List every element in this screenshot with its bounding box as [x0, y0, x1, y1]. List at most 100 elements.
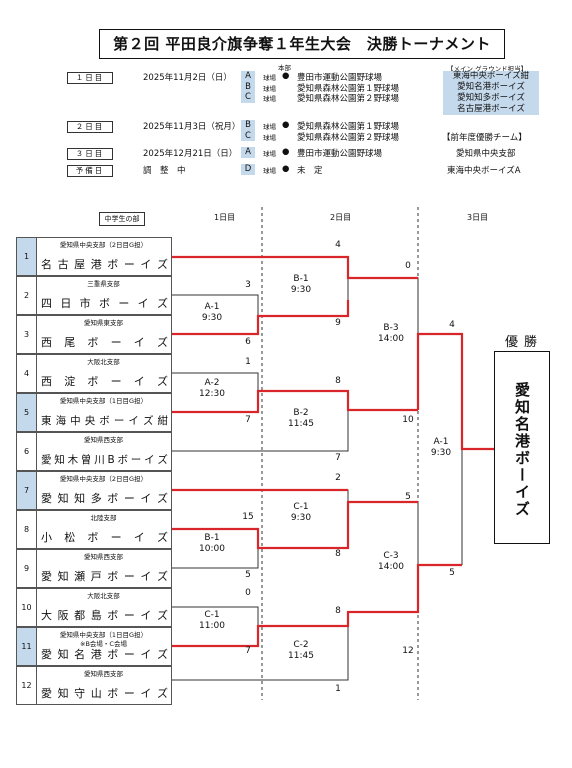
field-kind: 球場 — [263, 133, 276, 142]
day-1-label: 1日目 — [214, 213, 236, 222]
match-id: A-1 — [204, 302, 220, 312]
team-branch-note: ※B会場・C会場 — [80, 640, 127, 648]
page-title: 第２回 平田良介旗争奪１年生大会 決勝トーナメント — [99, 29, 505, 59]
score-bottom: 1 — [335, 684, 341, 694]
score-bottom: 7 — [335, 453, 341, 463]
score-bottom: 9 — [335, 318, 341, 328]
team-branch: 愛知県西支部 — [84, 670, 123, 678]
team-branch: 愛知県中央支部（1日目G担） — [59, 631, 148, 639]
match-time: 14:00 — [378, 334, 404, 344]
field-venue: 愛知県森林公園第１野球場 — [297, 122, 400, 132]
field-kind: 球場 — [263, 167, 276, 175]
main-ground-team: 愛知知多ボーイズ — [457, 93, 525, 103]
schedule-date: 2025年11月3日（祝月） — [143, 122, 241, 132]
schedule-day-label: １日目 — [67, 72, 113, 84]
field-code: B — [241, 81, 255, 92]
field-code: C — [241, 130, 255, 141]
team-name: 愛知瀬戸ボーイズ — [41, 570, 168, 583]
match-id: B-2 — [293, 408, 309, 418]
seed-number: 1 — [16, 237, 37, 276]
match-id: A-1 — [433, 437, 449, 447]
match-time: 9:30 — [290, 513, 312, 523]
team-name: 東海中央ボーイズ紺 — [41, 415, 168, 427]
honbu-marker-icon: ● — [282, 71, 290, 81]
team-branch: 愛知県中央支部（1日目G担） — [59, 397, 148, 405]
match-id: C-1 — [293, 502, 309, 512]
score-bottom: 8 — [335, 549, 341, 559]
day-3-label: 3日目 — [467, 213, 489, 222]
team-name: 大阪都島ボーイズ — [41, 609, 168, 622]
champion-label: 優勝 — [504, 335, 543, 350]
team-cell: 愛知県西支部愛知瀬戸ボーイズ — [37, 549, 172, 588]
team-cell: 北陸支部小松ボーイズ — [37, 510, 172, 549]
match-time: 12:30 — [199, 389, 225, 399]
score-bottom: 6 — [245, 337, 251, 347]
match-time: 11:45 — [288, 651, 314, 661]
honbu-marker-icon: ● — [282, 120, 290, 130]
match-time: 11:00 — [199, 621, 225, 631]
team-branch: 愛知県中央支部（2日目G担） — [59, 475, 148, 483]
match-id: A-2 — [204, 378, 220, 388]
bracket-winner-lines — [172, 255, 494, 648]
score-top: 3 — [245, 280, 251, 290]
team-branch: 北陸支部 — [90, 514, 117, 522]
team-branch: 愛知県東支部 — [84, 319, 123, 327]
team-cell: 愛知県中央支部（2日目G担） 愛知知多ボーイズ — [37, 471, 172, 510]
main-ground-team: 東海中央ボーイズ紺 — [452, 71, 530, 81]
team-name: 四日市ボーイズ — [41, 297, 168, 310]
team-name: 愛知知多ボーイズ — [41, 492, 168, 505]
schedule-day-label: 予備日 — [67, 165, 113, 177]
team-cell: 愛知県中央支部（1日目G担） 東海中央ボーイズ紺 — [37, 393, 172, 432]
seed-number: 7 — [16, 471, 37, 510]
seed-number: 3 — [16, 315, 37, 354]
score-top: 5 — [405, 492, 411, 502]
schedule-assigned: 東海中央ボーイズA — [447, 166, 521, 176]
score-bottom: 5 — [449, 568, 455, 578]
main-ground-teams: 東海中央ボーイズ紺愛知名港ボーイズ愛知知多ボーイズ名古屋港ボーイズ — [443, 71, 539, 115]
team-branch: 三重県支部 — [87, 280, 120, 288]
score-top: 4 — [335, 240, 341, 250]
seed-number: 10 — [16, 588, 37, 627]
field-kind: 球場 — [263, 84, 276, 93]
team-name: 名古屋港ボーイズ — [41, 258, 168, 271]
team-name: 西尾ボーイズ — [41, 336, 168, 349]
score-top: 4 — [449, 320, 455, 330]
field-code: C — [241, 92, 255, 103]
field-code: A — [241, 71, 255, 82]
field-kind: 球場 — [263, 74, 276, 82]
field-venue: 愛知県森林公園第２野球場 — [297, 94, 400, 104]
match-time: 9:30 — [290, 285, 312, 295]
score-top: 15 — [242, 512, 254, 522]
match-id: C-3 — [383, 551, 399, 561]
honbu-marker-icon: ● — [282, 147, 290, 157]
field-code: A — [241, 147, 255, 158]
field-code: B — [241, 120, 255, 131]
main-ground-team: 愛知名港ボーイズ — [457, 82, 525, 92]
schedule-day-label: ２日目 — [67, 121, 113, 133]
team-name: 西淀ボーイズ — [41, 375, 168, 388]
honbu-marker-icon: ● — [282, 164, 290, 174]
schedule-date: 2025年12月21日（日） — [143, 149, 238, 159]
team-branch: 大阪北支部 — [87, 592, 120, 600]
field-kind: 球場 — [263, 150, 276, 158]
seed-number: 2 — [16, 276, 37, 315]
main-ground-header: 【メイン グラウンド担当】 — [447, 65, 528, 73]
team-cell: 三重県支部四日市ボーイズ — [37, 276, 172, 315]
